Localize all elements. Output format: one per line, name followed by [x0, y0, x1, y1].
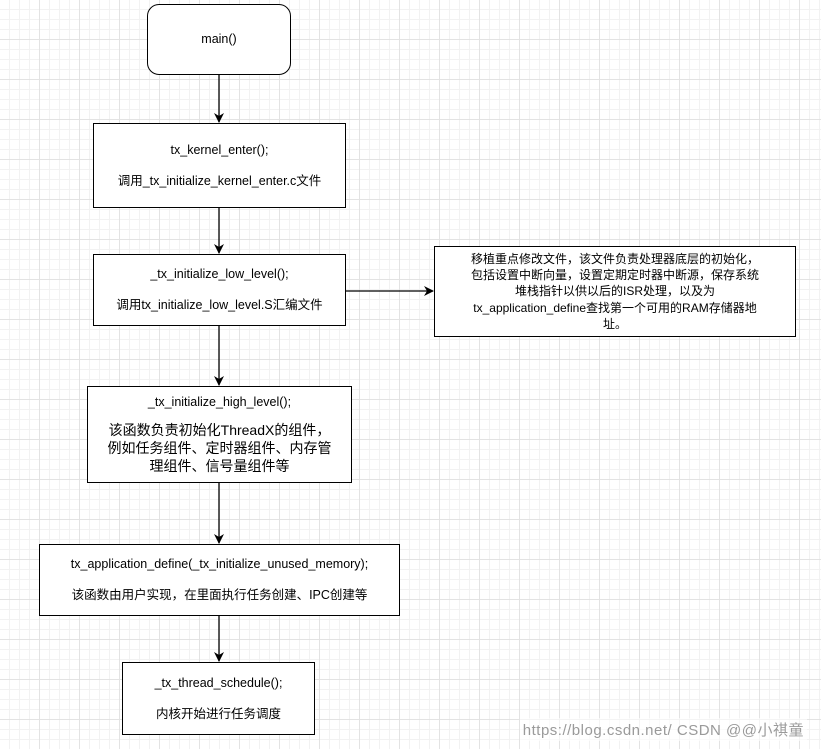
note-line-2: 包括设置中断向量，设置定期定时器中断源，保存系统: [470, 268, 759, 283]
note-line-3: 堆栈指针以供以后的ISR处理，以及为: [514, 284, 715, 299]
kernel-enter-node[interactable]: tx_kernel_enter(); 调用_tx_initialize_kern…: [93, 123, 346, 208]
main-node[interactable]: main(): [147, 4, 291, 75]
high-level-function: _tx_initialize_high_level();: [147, 395, 292, 409]
csdn-watermark: https://blog.csdn.net/ CSDN @@小祺童: [519, 718, 807, 741]
low-level-note-node[interactable]: 移植重点修改文件，该文件负责处理器底层的初始化， 包括设置中断向量，设置定期定时…: [434, 246, 796, 337]
note-line-4: tx_application_define查找第一个可用的RAM存储器地: [473, 300, 757, 315]
application-define-node[interactable]: tx_application_define(_tx_initialize_unu…: [39, 544, 400, 616]
application-define-description: 该函数由用户实现，在里面执行任务创建、IPC创建等: [71, 588, 368, 602]
thread-schedule-description: 内核开始进行任务调度: [155, 706, 281, 721]
kernel-enter-function: tx_kernel_enter();: [170, 142, 269, 157]
note-line-5: 址。: [602, 316, 627, 331]
application-define-function: tx_application_define(_tx_initialize_unu…: [70, 557, 369, 572]
high-level-description-3: 理组件、信号量组件等: [149, 458, 290, 475]
note-line-1: 移植重点修改文件，该文件负责处理器底层的初始化，: [470, 252, 759, 267]
low-level-node[interactable]: _tx_initialize_low_level(); 调用tx_initial…: [93, 254, 346, 326]
high-level-description-1: 该函数负责初始化ThreadX的组件，: [108, 421, 331, 438]
high-level-node[interactable]: _tx_initialize_high_level(); 该函数负责初始化Thr…: [87, 386, 352, 483]
high-level-description-2: 例如任务组件、定时器组件、内存管: [107, 440, 332, 457]
main-label: main(): [201, 32, 237, 47]
low-level-description: 调用tx_initialize_low_level.S汇编文件: [116, 298, 323, 312]
thread-schedule-node[interactable]: _tx_thread_schedule(); 内核开始进行任务调度: [122, 662, 315, 735]
low-level-function: _tx_initialize_low_level();: [150, 267, 289, 282]
thread-schedule-function: _tx_thread_schedule();: [154, 675, 283, 690]
kernel-enter-description: 调用_tx_initialize_kernel_enter.c文件: [117, 173, 322, 188]
